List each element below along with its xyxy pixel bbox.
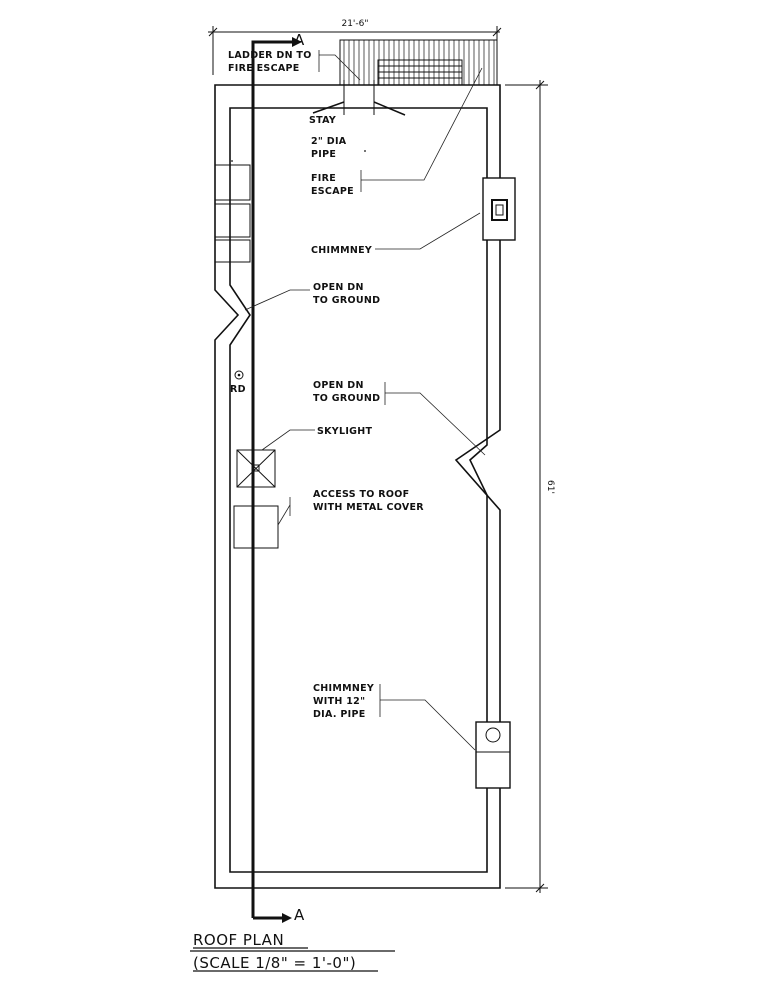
label-open-dn-1a: OPEN DN [313,282,364,293]
label-fire-1: FIRE [311,173,336,184]
label-access-2: WITH METAL COVER [313,502,424,513]
label-stay: STAY [309,115,336,126]
wall-openings [214,164,251,263]
label-open-dn-2b: TO GROUND [313,393,380,404]
roof-access-hatch [233,505,279,549]
label-pipe-2: PIPE [311,149,336,160]
drawing-scale: (SCALE 1/8" = 1'-0") [193,954,356,972]
outer-wall [214,84,501,889]
label-ladder-1: LADDER DN TO [228,50,312,61]
label-chimney2-3: DIA. PIPE [313,709,366,720]
section-marker-bottom: A [294,906,305,924]
chimney-bottom [475,721,511,789]
fire-escape [312,39,498,116]
label-chimney: CHIMMNEY [311,245,372,256]
section-line-a: A A [251,31,305,924]
leaders [244,50,486,751]
label-access-1: ACCESS TO ROOF [313,489,409,500]
label-chimney2-2: WITH 12" [313,696,365,707]
skylight-icon [236,449,276,488]
length-dimension: 61' [505,80,555,893]
label-pipe-1: 2" DIA [311,136,347,147]
label-chimney2-1: CHIMMNEY [313,683,374,694]
chimney-top [482,177,516,241]
roof-drain-icon [234,370,244,380]
drawing-title: ROOF PLAN [193,931,284,949]
label-fire-2: ESCAPE [311,186,354,197]
length-dimension-text: 61' [545,480,555,494]
label-skylight: SKYLIGHT [317,426,373,437]
width-dimension-text: 21'-6" [341,19,368,29]
label-open-dn-2a: OPEN DN [313,380,364,391]
label-open-dn-1b: TO GROUND [313,295,380,306]
section-marker-top: A [294,31,305,49]
label-ladder-2: FIRE ESCAPE [228,63,300,74]
rd-label: RD [230,384,246,395]
inner-wall [229,107,488,873]
